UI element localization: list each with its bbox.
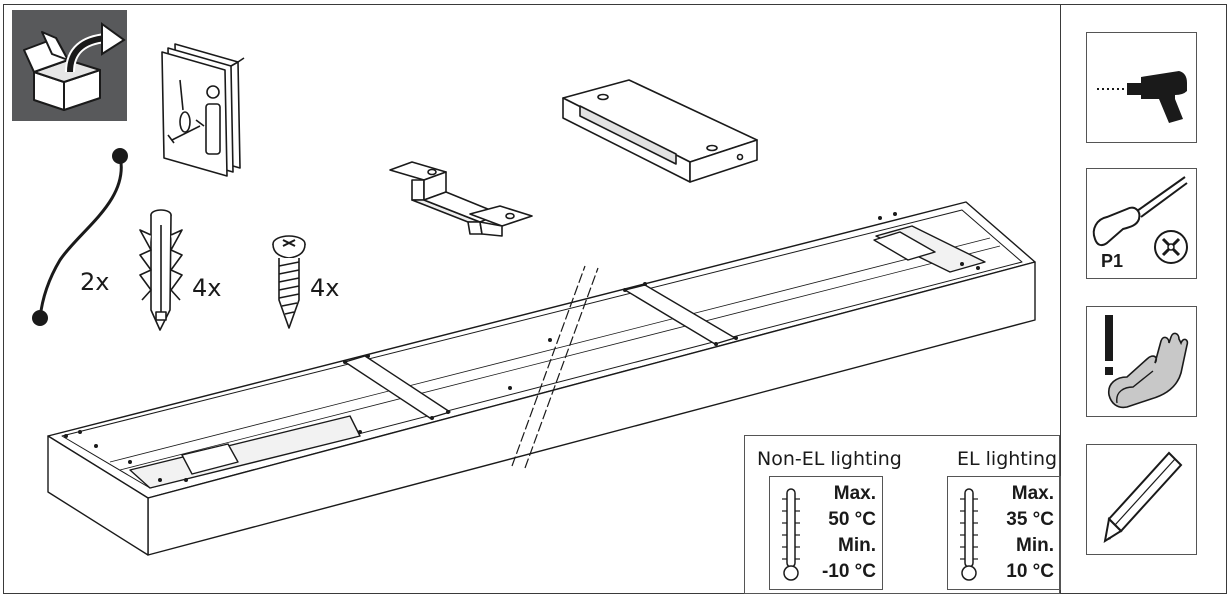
temperature-panel: Non-EL lighting EL lighting Max. 50 °C M… [744,435,1061,594]
el-min-value: 10 °C [1006,561,1054,582]
drill-icon [1097,71,1187,123]
cable-icon [32,148,128,326]
screwdriver-icon [1092,176,1188,264]
el-max-value: 35 °C [1006,509,1054,530]
mounting-bracket-icon [389,161,533,237]
luminaire-body [47,201,1036,556]
el-lighting-label: EL lighting [957,448,1058,470]
screwdriver-tool-box: P1 [1086,168,1197,279]
non-el-min-value: -10 °C [821,561,876,582]
manual-booklet-icon [161,43,245,177]
pencil-tool-box [1086,444,1197,555]
pencil-icon [1103,451,1183,544]
screw-quantity: 4x [310,274,340,302]
wall-plug-icon [139,209,183,331]
el-temperature-box: Max. 35 °C Min. 10 °C [947,476,1061,590]
cable-quantity: 2x [80,268,110,296]
thermometer-icon [960,488,978,581]
drill-tool-box [1086,32,1197,143]
non-el-temperature-box: Max. 50 °C Min. -10 °C [769,476,883,590]
gloves-tool-box [1086,306,1197,417]
non-el-max-label: Max. [833,483,876,504]
non-el-lighting-label: Non-EL lighting [757,448,902,470]
non-el-max-value: 50 °C [828,509,876,530]
non-el-min-label: Min. [838,535,876,556]
el-min-label: Min. [1016,535,1054,556]
screwdriver-size-label: P1 [1101,251,1124,271]
screw-icon [272,235,306,329]
wall-plug-quantity: 4x [192,274,222,302]
end-cap-box-icon [562,79,758,183]
thermometer-icon [782,488,800,581]
tools-column-divider [1060,4,1061,594]
gloves-warning-icon [1105,315,1189,409]
unbox-icon [12,10,127,121]
el-max-label: Max. [1011,483,1054,504]
instruction-frame [3,4,1227,594]
